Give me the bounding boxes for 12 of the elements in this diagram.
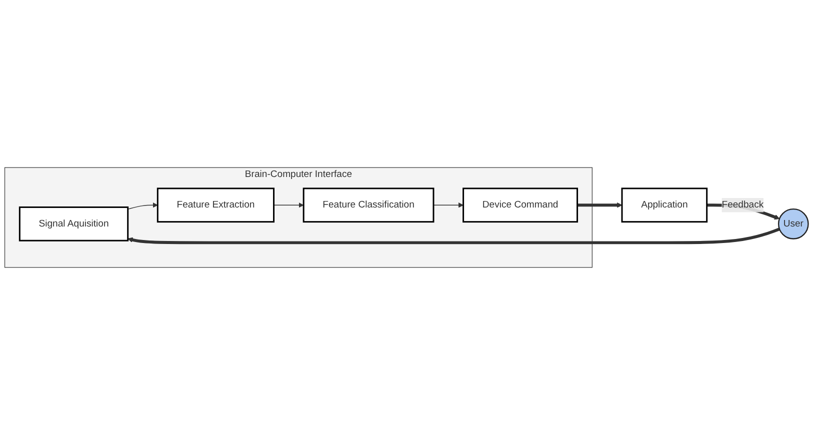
node-box: Device Command <box>462 188 578 223</box>
arrow <box>128 228 780 244</box>
node-box: Feature Extraction <box>156 188 275 223</box>
arrow <box>273 202 304 208</box>
arrow <box>128 202 158 210</box>
node-box: Application <box>621 188 708 223</box>
edge-label: Feedback <box>722 200 764 210</box>
node-box: Signal Aquisition <box>18 206 129 242</box>
arrow <box>577 202 622 208</box>
node-box: Feature Classification <box>302 188 434 223</box>
node-circle: User <box>778 208 809 240</box>
arrow <box>433 202 464 208</box>
